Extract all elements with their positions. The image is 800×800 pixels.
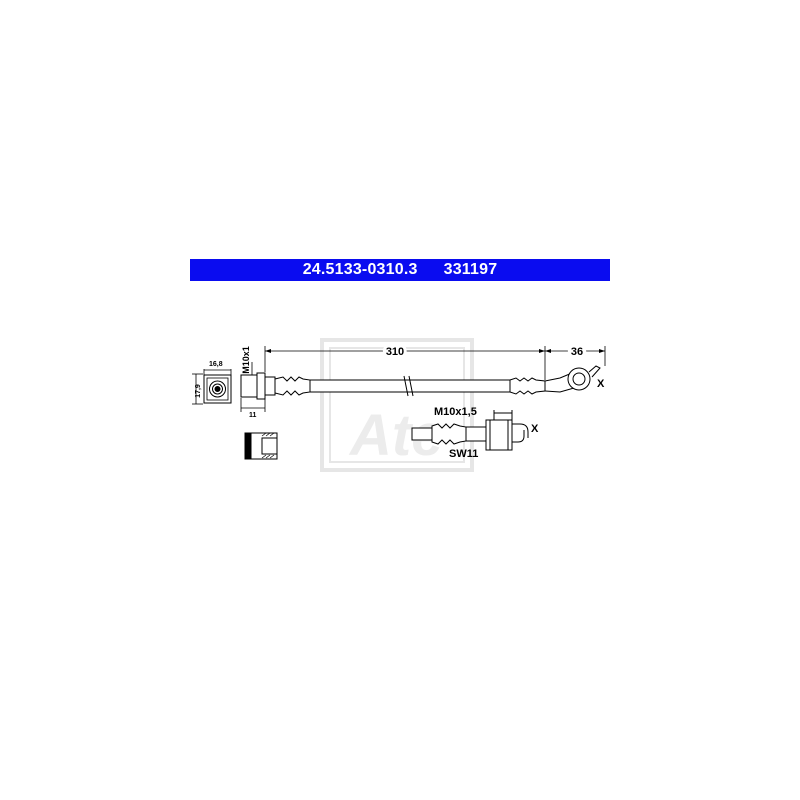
detail-view-fitting (411, 410, 529, 451)
dimension-arrows (265, 349, 605, 353)
part-number-banner: 24.5133-0310.3 331197 (190, 259, 610, 281)
fitting-height-label: 17,9 (195, 384, 202, 398)
hose-assembly (240, 365, 601, 400)
wrench-size-label: SW11 (449, 448, 478, 460)
view-marker-detail: X (531, 423, 539, 435)
hose-length-label: 310 (386, 346, 404, 358)
fitting-depth-label: 11 (249, 412, 257, 419)
reference-number: 331197 (443, 261, 498, 278)
view-marker-top: X (597, 378, 605, 390)
dimension-lines (192, 346, 606, 412)
thread-right-label: M10x1,5 (434, 406, 477, 418)
end-view-fitting (203, 374, 232, 404)
part-number: 24.5133-0310.3 (302, 261, 418, 278)
end-offset-label: 36 (571, 346, 583, 358)
thread-left-label: M10x1 (241, 346, 251, 374)
fitting-cross-section (244, 432, 278, 460)
fitting-width-label: 16,8 (209, 361, 223, 368)
